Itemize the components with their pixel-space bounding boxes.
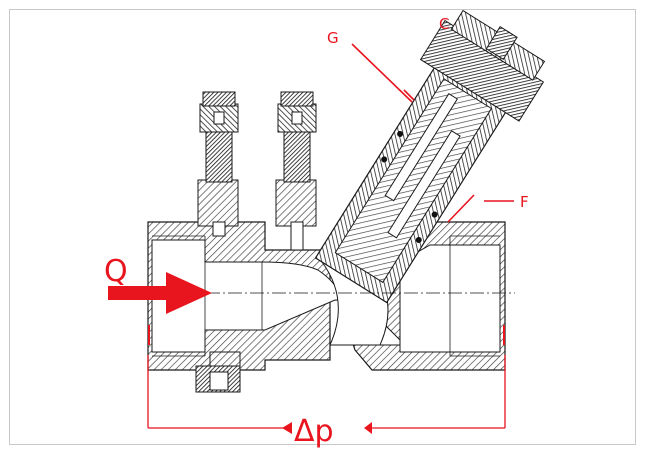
label-dp: Δp	[294, 414, 334, 449]
f-leader	[447, 194, 514, 223]
diagram-frame	[9, 9, 636, 445]
g-leader	[351, 43, 415, 103]
seal-marks	[148, 325, 505, 345]
label-f: F	[520, 193, 529, 211]
label-c: C	[439, 15, 449, 33]
dp-dimension	[147, 355, 506, 434]
bonnet-assembly	[314, 9, 546, 304]
measuring-nipple-right	[275, 91, 317, 251]
label-q: Q	[104, 254, 128, 289]
label-g: G	[327, 29, 339, 47]
flow-arrow	[108, 272, 212, 314]
measuring-nipple-left	[197, 91, 239, 237]
drain-plug	[195, 351, 241, 393]
